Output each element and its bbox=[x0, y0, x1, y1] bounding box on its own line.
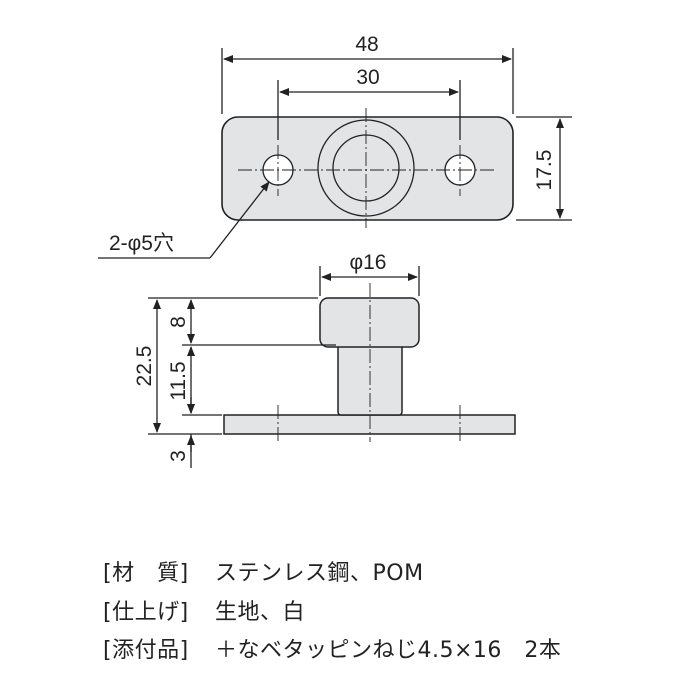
top-view bbox=[98, 48, 572, 259]
spec-accessory-label: [添付品] bbox=[103, 638, 189, 663]
top-centerlines bbox=[238, 108, 497, 228]
side-view bbox=[148, 266, 516, 468]
dim-plate-height: 17.5 bbox=[533, 150, 556, 191]
dim-base-thickness: 3 bbox=[167, 450, 190, 462]
spec-material-label: [材 質] bbox=[103, 561, 189, 586]
dim-head-diameter: φ16 bbox=[350, 251, 387, 274]
technical-drawing: 48 30 17.5 2-φ5穴 φ16 22.5 8 11.5 3 bbox=[98, 33, 572, 468]
dim-hole-callout: 2-φ5穴 bbox=[109, 232, 174, 255]
dim-overall-width: 48 bbox=[355, 33, 378, 56]
spec-finish-row: [仕上げ] 生地、白 bbox=[88, 569, 305, 626]
dim-head-height: 8 bbox=[167, 316, 190, 328]
head-side bbox=[319, 297, 420, 348]
base-plate-side bbox=[223, 414, 516, 435]
dim-shaft-height: 11.5 bbox=[167, 361, 190, 400]
spec-finish-label: [仕上げ] bbox=[103, 600, 189, 625]
spec-material-row: [材 質] ステンレス鋼、POM bbox=[88, 530, 424, 587]
spec-accessory-row: [添付品] ＋なベタッピンねじ4.5×16 2本 bbox=[88, 607, 561, 664]
side-centerlines bbox=[277, 283, 461, 442]
dim-total-height: 22.5 bbox=[133, 346, 156, 387]
spec-accessory-value: ＋なベタッピンねじ4.5×16 2本 bbox=[215, 638, 562, 663]
spec-material-value: ステンレス鋼、POM bbox=[215, 561, 424, 586]
hole-leader bbox=[209, 181, 270, 259]
spec-finish-value: 生地、白 bbox=[215, 600, 306, 625]
dim-hole-pitch: 30 bbox=[356, 66, 379, 89]
